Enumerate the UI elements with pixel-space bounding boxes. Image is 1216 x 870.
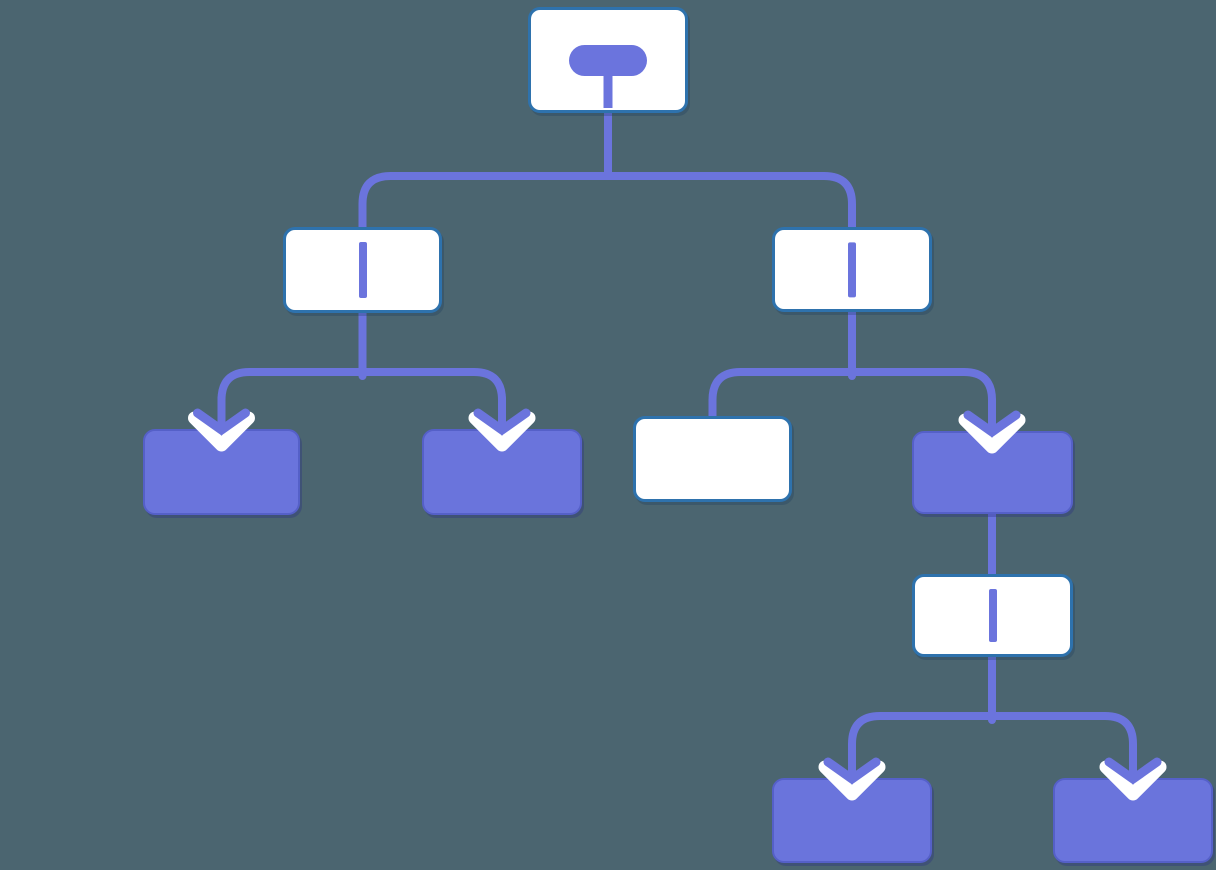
edge-level2-left-split: [217, 368, 506, 408]
drop-arrow-icon: [1099, 743, 1167, 801]
node-internal-right[interactable]: [772, 227, 932, 312]
drop-arrow-icon: [818, 743, 886, 801]
edge-level2-right-split: [708, 368, 996, 422]
node-internal-left[interactable]: [283, 227, 442, 313]
node-root[interactable]: [528, 7, 688, 113]
drop-arrow-icon: [468, 394, 536, 452]
root-pill-icon: [569, 45, 647, 76]
drop-arrow-icon: [958, 396, 1026, 454]
node-leaf-empty[interactable]: [633, 416, 792, 502]
node-internal-bottom[interactable]: [912, 574, 1073, 657]
vertical-bar-icon: [988, 588, 997, 643]
drop-arrow-icon: [188, 394, 255, 452]
edge-level1-split: [358, 172, 856, 232]
vertical-bar-icon: [848, 241, 856, 298]
edge-level3-split: [848, 712, 1137, 756]
vertical-bar-icon: [358, 242, 367, 298]
root-pill-stem-icon: [603, 74, 613, 108]
